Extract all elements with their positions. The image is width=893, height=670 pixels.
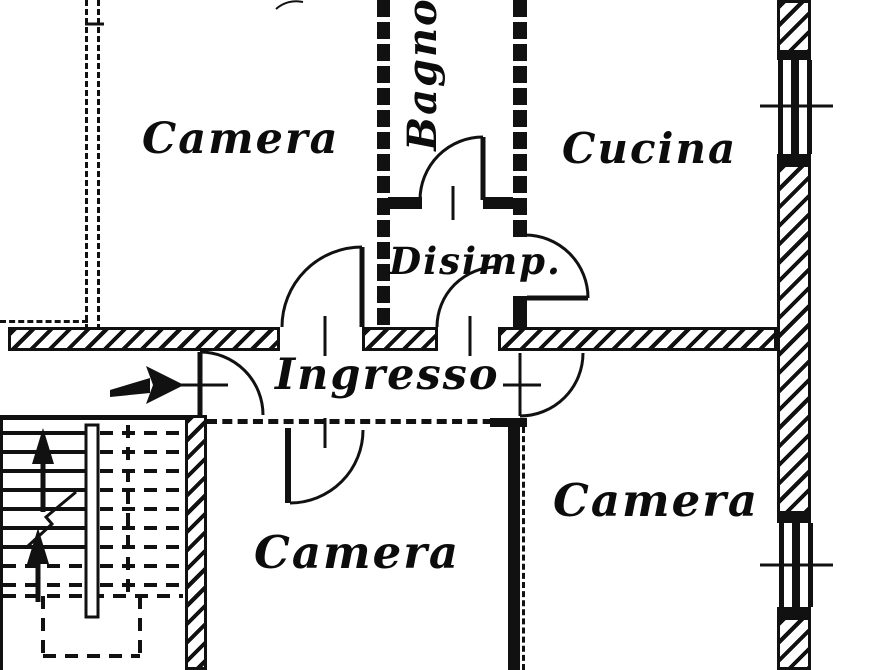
- window-bedroom-frame-left: [779, 523, 784, 607]
- window-bedroom-frame-mid: [792, 523, 800, 607]
- stairs-up-arrow-2: [27, 528, 49, 602]
- stairs-break-line: [26, 490, 77, 548]
- wall-east-top: [777, 0, 811, 58]
- window-bedroom-cap-top: [777, 513, 811, 523]
- window-bedroom-cap-bottom: [777, 607, 811, 617]
- entrance-arrow: [110, 366, 184, 404]
- wall-hatched-south-right: [498, 327, 777, 351]
- wall-bagno-south-left: [388, 197, 422, 209]
- window-bedroom-frame-right: [808, 523, 813, 607]
- wall-entrance-hatched: [185, 415, 207, 670]
- wall-bagno-south-right: [483, 197, 513, 209]
- room-label-ingresso: Ingresso: [275, 350, 500, 400]
- stairs-stringer: [84, 423, 100, 619]
- room-label-camera-se: Camera: [553, 474, 760, 527]
- wall-camera-divider: [508, 418, 520, 670]
- staircase: [3, 423, 183, 658]
- wall-disimp-east-lower: [513, 296, 527, 330]
- door-arc-entrance: [199, 350, 265, 416]
- landing-dashed-line: [0, 320, 88, 323]
- wall-camera-nw-west: [85, 0, 100, 330]
- window-kitchen-frame-mid: [791, 60, 799, 154]
- room-label-disimpegno: Disimp.: [389, 239, 562, 283]
- window-kitchen-frame-left: [778, 60, 783, 154]
- wall-camera-divider-cap: [490, 418, 527, 427]
- door-arc-camera-s: [289, 429, 365, 505]
- stairs-left-edge: [0, 415, 3, 670]
- window-kitchen-frame-right: [807, 60, 812, 154]
- door-arc-camera-nw: [280, 245, 363, 328]
- wall-camera-divider-dashed: [522, 427, 525, 670]
- stairs-top-edge: [0, 415, 185, 420]
- wall-bagno-west: [377, 0, 390, 330]
- wall-hatched-south-left: [8, 327, 280, 351]
- wall-east-bottom: [777, 617, 811, 670]
- room-label-bagno: Bagno: [399, 0, 446, 151]
- room-label-cucina: Cucina: [562, 124, 738, 173]
- door-arc-camera-se: [519, 352, 585, 418]
- wall-east-mid: [777, 164, 811, 514]
- wall-bagno-east: [513, 0, 527, 237]
- room-label-camera-s: Camera: [254, 526, 461, 579]
- stairs-up-arrow-1: [32, 428, 54, 512]
- window-kitchen-cap-bottom: [777, 154, 811, 164]
- window-kitchen-cap-top: [777, 50, 811, 60]
- room-label-camera-nw: Camera: [142, 114, 340, 164]
- wall-camera-s-north-dashed: [207, 419, 508, 424]
- door-arc-top-remnant: [275, 0, 304, 10]
- wall-hatched-south-mid: [362, 327, 438, 351]
